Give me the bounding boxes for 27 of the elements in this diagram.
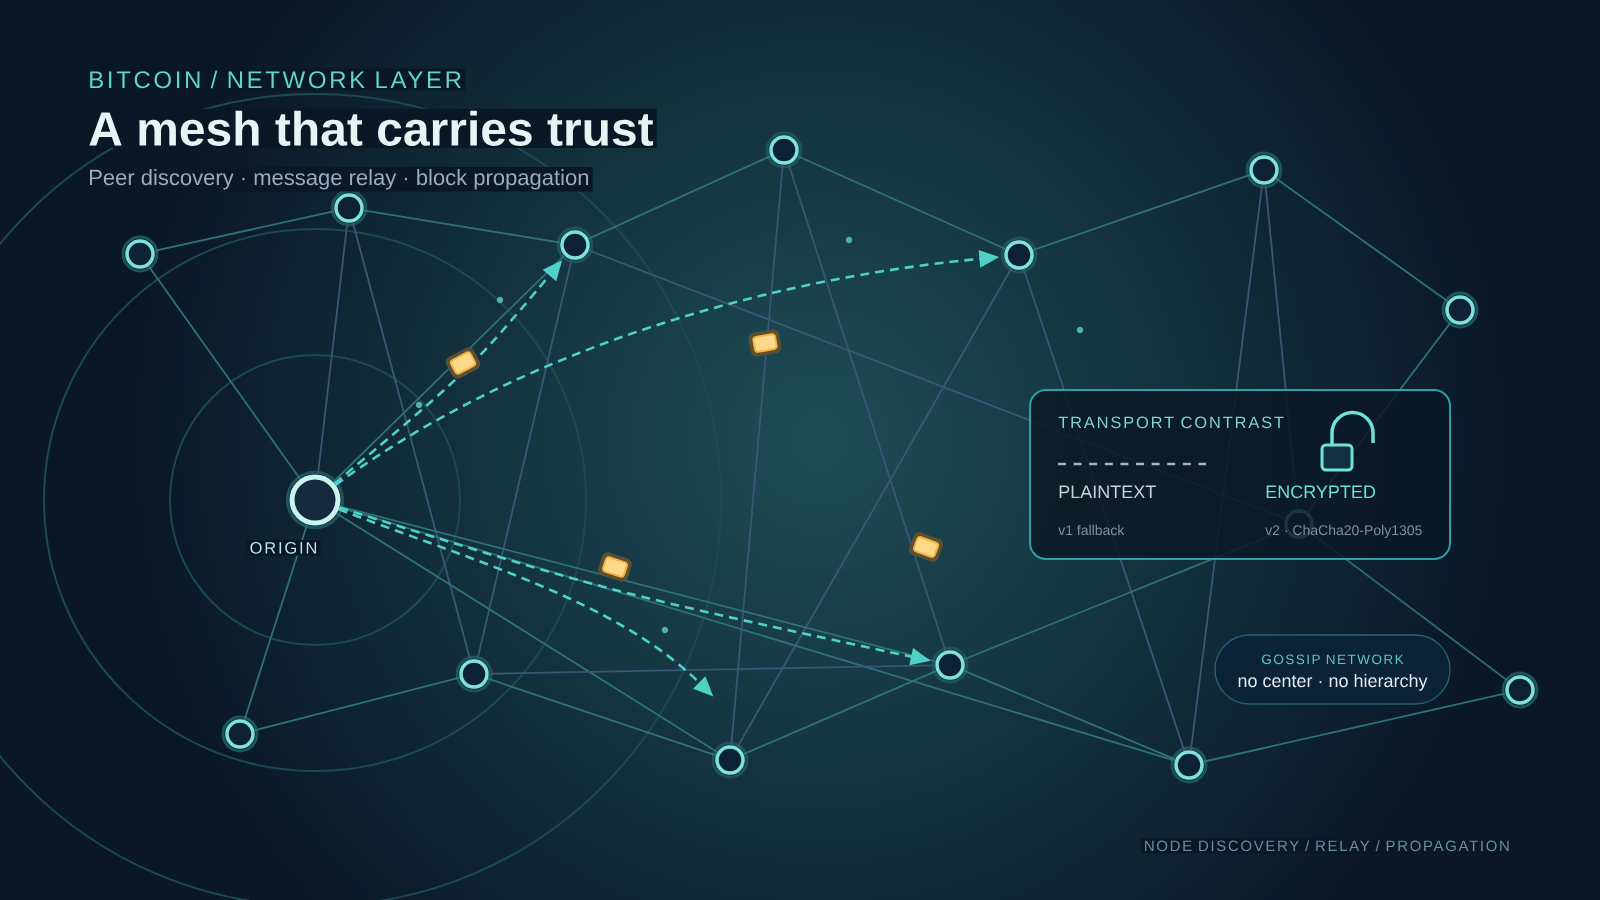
peer-node [221,715,259,753]
origin-node [285,470,345,530]
info-pill [1214,634,1451,705]
peer-node [931,646,969,684]
peer-node [1501,671,1539,709]
peer-node [1245,151,1283,189]
panel-heading: TRANSPORT CONTRAST [1058,416,1284,429]
peer-node [1170,746,1208,784]
peer-node [330,189,368,227]
legend-panel [1029,389,1451,560]
peer-node [1441,291,1479,329]
footer-text: NODE DISCOVERY / RELAY / PROPAGATION [1140,838,1513,854]
peer-node [556,226,594,264]
peer-node [711,741,749,779]
subtitle: Peer discovery · message relay · block propagation [85,167,593,192]
peer-node [455,655,493,693]
pill-text: no center · no hierarchy [1238,673,1428,691]
mode-note: v2 · ChaCha20-Poly1305 [1265,524,1422,538]
peer-node [765,131,803,169]
title: A mesh that carries trust [85,108,657,148]
peer-node [1000,236,1038,274]
pill-heading: GOSSIP NETWORK [1262,654,1404,665]
peer-node [121,235,159,273]
mode-label: ENCRYPTED [1266,485,1376,499]
eyebrow-text: BITCOIN / NETWORK LAYER [85,68,465,91]
mode-label: PLAINTEXT [1059,485,1156,498]
mode-note: v1 fallback [1058,524,1125,536]
